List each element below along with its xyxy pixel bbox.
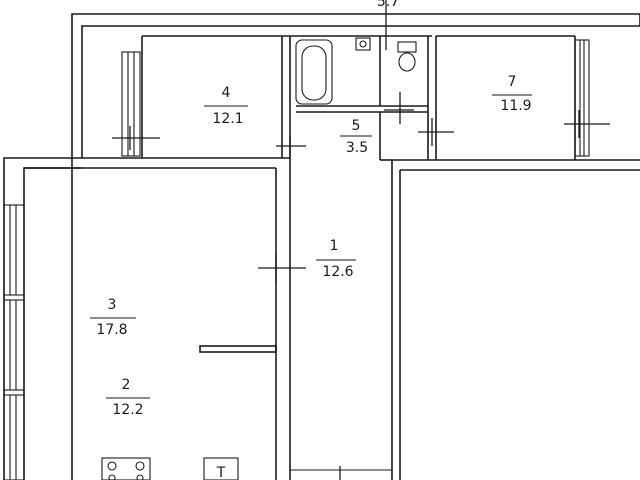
- toilet: [397, 41, 417, 72]
- room-7-area: 11.9: [500, 98, 531, 114]
- room-7-number: 7: [508, 74, 517, 90]
- windows: [3, 39, 590, 480]
- room-6-area: 5.7: [377, 0, 399, 10]
- bathtub: [295, 39, 333, 105]
- room-4-number: 4: [222, 85, 231, 101]
- room-2-number: 2: [122, 377, 131, 393]
- sink: [355, 37, 371, 51]
- door-ticks: [112, 0, 610, 480]
- room-1-area: 12.6: [322, 264, 353, 280]
- room-5-number: 5: [352, 118, 361, 134]
- room-2-area: 12.2: [112, 402, 143, 418]
- interior-walls: [24, 35, 576, 480]
- room-3-area: 17.8: [96, 322, 127, 338]
- room-labels: 5.7 4 12.1 5 3.5 7 11.9 1 12.6 3 17.8 2 …: [90, 0, 532, 418]
- room-4-area: 12.1: [212, 111, 243, 127]
- room-3-number: 3: [108, 297, 117, 313]
- cooker: [101, 457, 151, 480]
- stove-box: T: [203, 457, 239, 480]
- room-1-number: 1: [330, 238, 339, 254]
- room-5-area: 3.5: [346, 140, 368, 156]
- outer-walls: [3, 13, 640, 480]
- stove-symbol: T: [216, 465, 226, 480]
